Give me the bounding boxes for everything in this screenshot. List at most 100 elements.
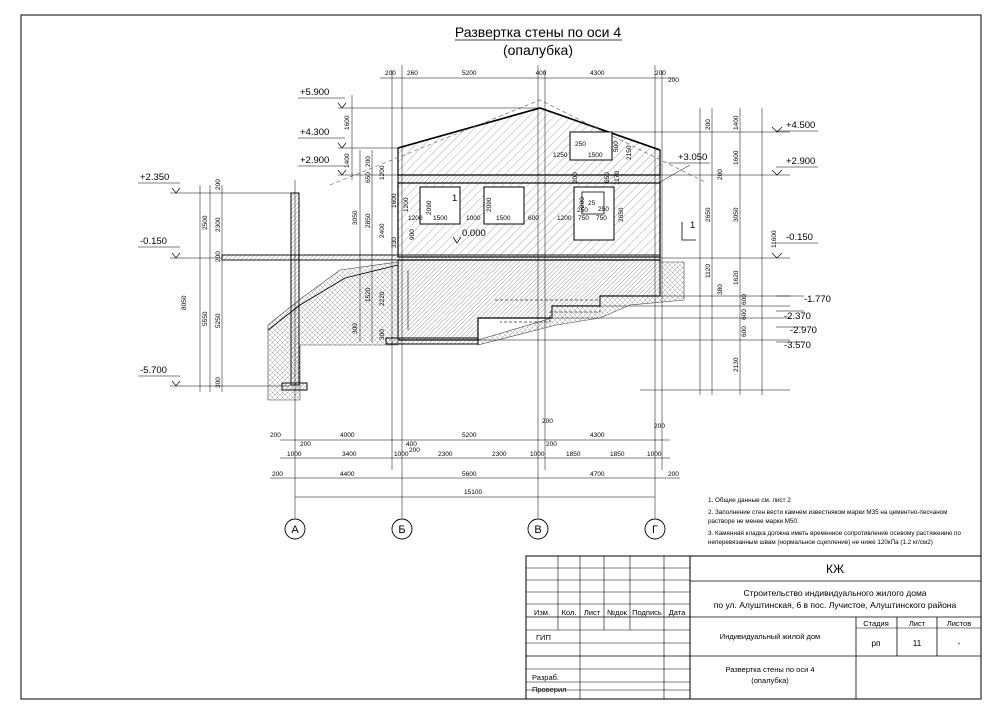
svg-text:600: 600 xyxy=(528,215,539,222)
gip-label: ГИП xyxy=(536,633,551,642)
svg-text:200: 200 xyxy=(655,70,666,77)
svg-text:5200: 5200 xyxy=(462,70,477,77)
level-label-l1: +5.900 xyxy=(300,87,329,98)
zero-level-arrow xyxy=(452,236,462,244)
svg-text:2650: 2650 xyxy=(705,207,712,222)
svg-text:1. Общие данные см. лист 2: 1. Общие данные см. лист 2 xyxy=(708,496,791,504)
drawing-subtitle: (опалубка) xyxy=(503,42,573,58)
svg-text:200: 200 xyxy=(270,432,281,439)
svg-text:1000: 1000 xyxy=(394,451,409,458)
section-mark-1: 1 xyxy=(690,220,695,231)
svg-text:Листов: Листов xyxy=(947,619,971,628)
svg-text:330: 330 xyxy=(391,237,398,248)
svg-text:900: 900 xyxy=(409,229,416,240)
svg-text:№док: №док xyxy=(607,608,628,617)
title-block-text: КЖ Строительство индивидуального жилого … xyxy=(532,562,971,694)
drawing-name-line1: Развертка стены по оси 4 xyxy=(725,665,814,674)
svg-text:1500: 1500 xyxy=(496,215,511,222)
svg-text:1200: 1200 xyxy=(408,215,423,222)
svg-text:5200: 5200 xyxy=(462,432,477,439)
svg-text:4300: 4300 xyxy=(590,432,605,439)
svg-text:1600: 1600 xyxy=(391,193,398,208)
svg-text:200: 200 xyxy=(215,179,222,190)
svg-text:1250: 1250 xyxy=(553,152,568,159)
svg-text:15100: 15100 xyxy=(464,489,482,496)
building-elevation xyxy=(221,99,706,401)
svg-text:Дата: Дата xyxy=(669,608,686,617)
svg-text:2220: 2220 xyxy=(379,291,386,306)
svg-text:1850: 1850 xyxy=(610,451,625,458)
svg-text:Стадия: Стадия xyxy=(863,619,889,628)
svg-text:1500: 1500 xyxy=(588,152,603,159)
checker-label: Проверил xyxy=(532,685,567,694)
svg-text:750: 750 xyxy=(596,215,607,222)
svg-text:200: 200 xyxy=(300,441,311,448)
svg-text:650: 650 xyxy=(604,172,611,183)
title-block xyxy=(525,555,982,700)
building-name: Индивидуальный жилой дом xyxy=(720,632,820,641)
doc-code: КЖ xyxy=(826,562,844,576)
drawing-name-line2: (опалубка) xyxy=(751,676,789,685)
svg-text:200: 200 xyxy=(572,172,579,183)
svg-text:650: 650 xyxy=(365,172,372,183)
svg-text:1600: 1600 xyxy=(733,150,740,165)
section-mark-2: 1 xyxy=(452,193,457,204)
bottom-dimension-chains: 200 4000 5200 4300 200 200 1000 3400 200… xyxy=(270,418,680,498)
sheet-value: 11 xyxy=(913,638,922,648)
svg-text:1850: 1850 xyxy=(566,451,581,458)
svg-text:1120: 1120 xyxy=(705,264,712,278)
svg-text:4000: 4000 xyxy=(340,432,355,439)
svg-text:1500: 1500 xyxy=(433,215,448,222)
level-label-r5: -1.770 xyxy=(804,294,831,305)
svg-text:1170: 1170 xyxy=(614,171,621,185)
svg-text:1000: 1000 xyxy=(647,451,662,458)
svg-text:260: 260 xyxy=(407,70,418,77)
stairs-dashed xyxy=(495,299,601,323)
svg-text:380: 380 xyxy=(717,284,724,295)
svg-text:1200: 1200 xyxy=(557,215,572,222)
svg-text:Г: Г xyxy=(652,524,658,536)
floor-slab xyxy=(221,254,661,261)
basement-footing xyxy=(385,337,479,345)
svg-text:500: 500 xyxy=(613,141,620,152)
svg-text:Лист: Лист xyxy=(909,619,926,628)
svg-text:2090: 2090 xyxy=(486,197,493,212)
right-dimension-chain: 1400 1600 200 200 2650 3050 11600 1620 1… xyxy=(699,108,778,395)
svg-text:1400: 1400 xyxy=(344,153,351,168)
opening-dimensions: 1500 250 1500 1250 1200 2090 1000 1500 6… xyxy=(403,141,633,240)
svg-text:600: 600 xyxy=(741,309,748,320)
svg-text:1620: 1620 xyxy=(733,270,740,285)
svg-text:4700: 4700 xyxy=(590,471,605,478)
drawing-title: Развертка стены по оси 4 xyxy=(455,24,621,40)
svg-text:1400: 1400 xyxy=(733,115,740,130)
developer-label: Разраб. xyxy=(532,673,559,682)
svg-text:Подпись: Подпись xyxy=(632,608,662,617)
svg-text:11600: 11600 xyxy=(771,230,778,248)
svg-text:1000: 1000 xyxy=(530,451,545,458)
svg-text:2300: 2300 xyxy=(215,217,222,232)
svg-text:1520: 1520 xyxy=(365,287,372,302)
level-label-r1: +4.500 xyxy=(786,120,815,131)
svg-text:200: 200 xyxy=(365,156,372,167)
svg-text:300: 300 xyxy=(215,377,222,388)
svg-text:растворе не менее марки М50.: растворе не менее марки М50. xyxy=(708,518,799,525)
general-notes: 1. Общие данные см. лист 2 2. Заполнение… xyxy=(708,496,961,546)
zero-level-label: 0.000 xyxy=(462,228,486,239)
svg-text:1200: 1200 xyxy=(379,165,386,180)
svg-text:5550: 5550 xyxy=(202,311,209,326)
level-label-r3: +2.900 xyxy=(786,156,815,167)
level-label-l2: +4.300 xyxy=(300,127,329,138)
sheets-value: - xyxy=(958,638,961,648)
svg-text:400: 400 xyxy=(406,441,417,448)
level-label-r4: -0.150 xyxy=(786,232,813,243)
svg-text:3400: 3400 xyxy=(342,451,357,458)
svg-text:200: 200 xyxy=(668,77,679,84)
svg-text:200: 200 xyxy=(272,471,283,478)
sheet-frame xyxy=(20,14,982,700)
svg-text:200: 200 xyxy=(654,423,665,430)
svg-text:250: 250 xyxy=(575,141,586,148)
level-marks-right: +4.500 +3.050 +2.900 -0.150 -1.770 -2.37… xyxy=(668,120,831,351)
axis-bubble-b xyxy=(391,518,413,540)
level-label-r7: -2.970 xyxy=(790,325,817,336)
